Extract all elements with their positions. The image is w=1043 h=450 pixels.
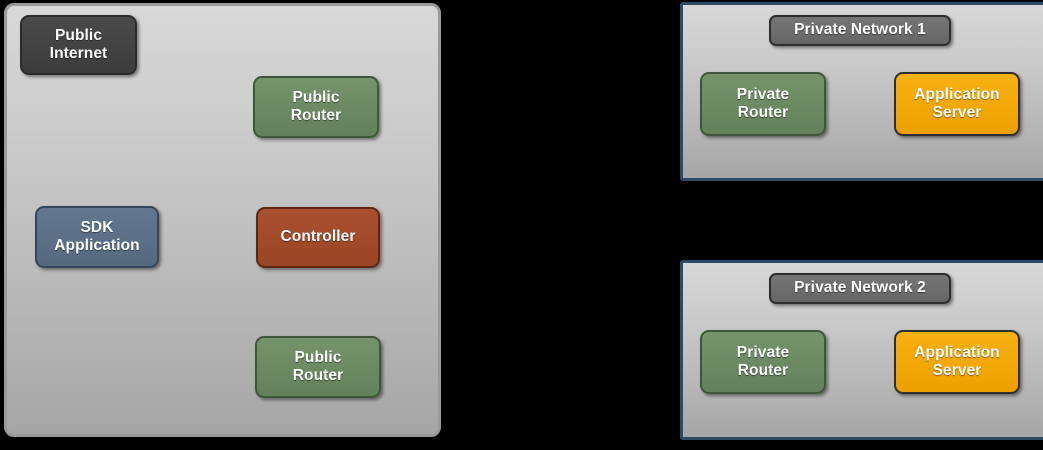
node-public-router-bottom[interactable]: Public Router [255,336,381,398]
private-network-2-panel[interactable]: Private Network 2 Private Router Applica… [680,260,1043,440]
node-application-server-2[interactable]: Application Server [894,330,1020,394]
public-zone-panel[interactable]: Public Internet Public Router SDK Applic… [4,3,441,437]
private-network-1-panel[interactable]: Private Network 1 Private Router Applica… [680,2,1043,181]
node-private-router-1[interactable]: Private Router [700,72,826,136]
private-network-2-title: Private Network 2 [769,273,951,304]
node-controller[interactable]: Controller [256,207,380,268]
private-network-1-title: Private Network 1 [769,15,951,46]
node-public-internet[interactable]: Public Internet [20,15,137,75]
node-sdk-application[interactable]: SDK Application [35,206,159,268]
node-private-router-2[interactable]: Private Router [700,330,826,394]
node-public-router-top[interactable]: Public Router [253,76,379,138]
node-application-server-1[interactable]: Application Server [894,72,1020,136]
